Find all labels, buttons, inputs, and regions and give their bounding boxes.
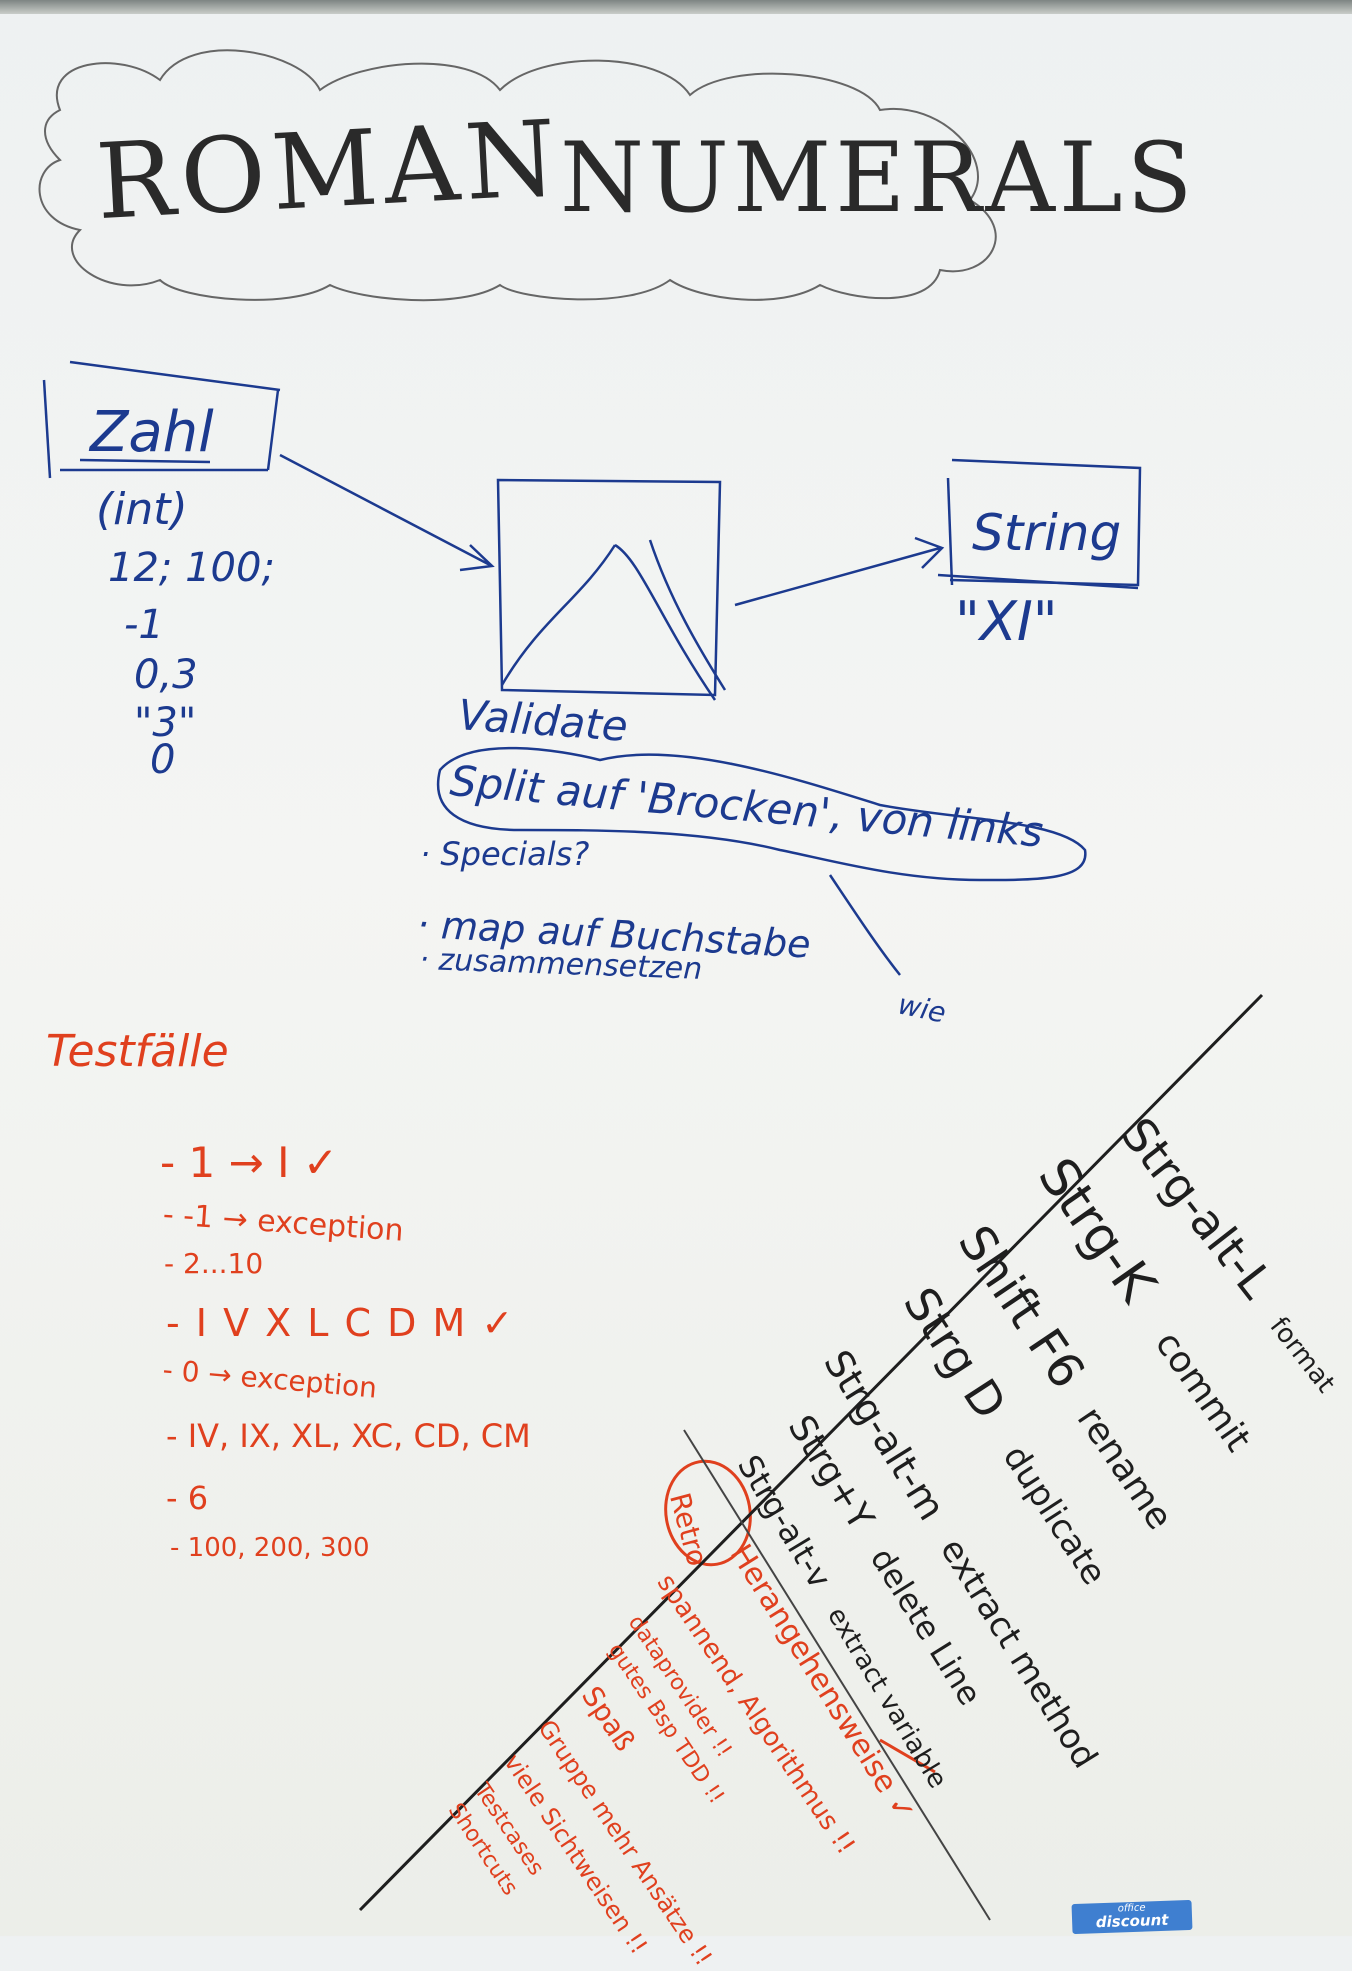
process-validate: Validate (456, 690, 630, 751)
input-example: "3" (134, 700, 197, 746)
testcase-item: - 1 → I ✓ (160, 1138, 339, 1187)
page-title-numerals: Numerals (560, 122, 1197, 234)
input-type-label: (int) (96, 484, 188, 535)
input-example: -1 (124, 602, 164, 648)
testcase-item: - IV, IX, XL, XC, CD, CM (166, 1417, 531, 1455)
input-box-strokes (42, 360, 281, 479)
input-example: 0 (150, 737, 176, 783)
testcase-item: - I V X L C D M ✓ (166, 1301, 516, 1345)
flipchart-top-edge (0, 0, 1352, 14)
process-box-strokes (496, 478, 727, 701)
page-title-roman: Roman (93, 96, 566, 244)
testcase-item: - 2...10 (164, 1247, 264, 1280)
office-discount-logo: office discount (1071, 1899, 1193, 1935)
input-example: 0,3 (134, 652, 198, 698)
divider-line-short (683, 1429, 991, 1921)
input-example: 12; 100; (108, 545, 275, 591)
retro-circle (664, 1459, 752, 1567)
arrow-input-to-process (279, 453, 495, 572)
output-box-label: String (972, 504, 1122, 562)
input-box-label: Zahl (90, 400, 214, 465)
divider-line-long (358, 993, 1264, 1912)
testcase-item: - 6 (166, 1479, 209, 1517)
split-cloud (437, 746, 1087, 882)
logo-line-2: discount (1095, 1910, 1169, 1932)
title-cloud (38, 49, 997, 302)
arrow-process-to-output (734, 536, 945, 607)
output-box-strokes (937, 458, 1142, 590)
testcases-heading: Testfälle (46, 1026, 229, 1077)
testcase-item: - 100, 200, 300 (170, 1533, 370, 1563)
output-example: "XI" (955, 590, 1058, 653)
process-specials: · Specials? (420, 835, 590, 873)
